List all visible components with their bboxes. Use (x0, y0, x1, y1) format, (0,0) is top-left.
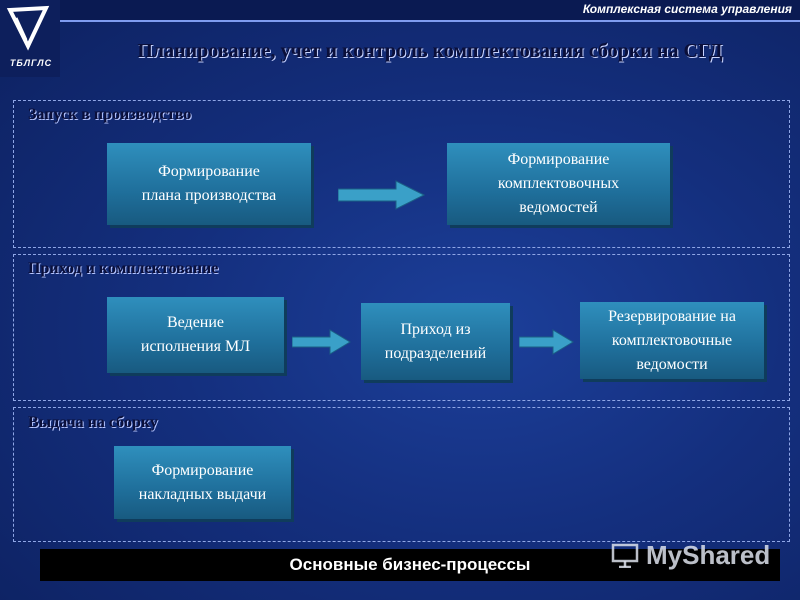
logo-text: ТБЛГЛС (9, 58, 53, 68)
box-label: Ведение исполнения МЛ (140, 314, 251, 355)
process-box-receipt-departments: Приход из подразделений (361, 303, 510, 380)
section-launch (13, 100, 790, 248)
box-label: Резервирование на комплектовочные ведомо… (608, 307, 736, 373)
arrow-right-icon (519, 329, 574, 355)
arrow-right-icon (338, 180, 426, 210)
section-issue (13, 407, 790, 542)
top-bar: Комплексная система управления (60, 0, 800, 21)
section-title-receipt: Приход и комплектование (28, 260, 219, 277)
logo-emblem-icon (6, 5, 50, 51)
system-name: Комплексная система управления (582, 2, 792, 16)
box-label: Приход из подразделений (384, 320, 487, 362)
box-label: Формирование плана производства (141, 163, 277, 204)
arrow-right-icon (292, 329, 351, 355)
page-title: Планирование, учет и контроль комплектов… (137, 40, 723, 62)
section-title-issue: Выдача на сборку (28, 414, 158, 431)
watermark-text: MyShared (646, 539, 771, 570)
box-label: Формирование накладных выдачи (138, 461, 267, 503)
section-receipt (13, 254, 790, 401)
process-box-kit-statements: Формирование комплектовочных ведомостей (447, 143, 670, 225)
presentation-icon (611, 543, 639, 568)
process-box-ml-execution: Ведение исполнения МЛ (107, 297, 284, 373)
footer-label: Основные бизнес-процессы (289, 555, 531, 574)
company-logo: ТБЛГЛС (0, 0, 60, 77)
footer-bar: Основные бизнес-процессы (40, 549, 780, 581)
process-box-reservation: Резервирование на комплектовочные ведомо… (580, 302, 764, 379)
box-label: Формирование комплектовочных ведомостей (497, 151, 620, 216)
header-divider (60, 20, 800, 22)
process-box-issue-invoices: Формирование накладных выдачи (114, 446, 291, 519)
process-box-production-plan: Формирование плана производства (107, 143, 311, 225)
section-title-launch: Запуск в производство (28, 106, 192, 123)
watermark: MyShared (610, 540, 790, 570)
